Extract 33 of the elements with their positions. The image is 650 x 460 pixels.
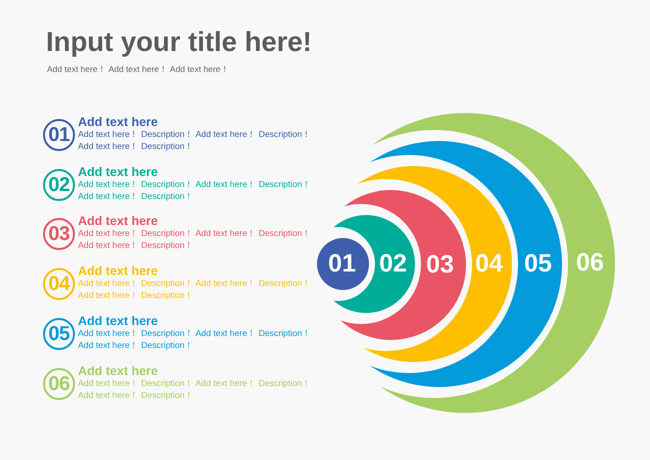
item-heading: Add text here bbox=[78, 364, 158, 378]
step-number: 04 bbox=[48, 274, 70, 294]
item-heading: Add text here bbox=[78, 165, 158, 179]
number-circle bbox=[43, 169, 75, 201]
item-description: Add text here！ Description！ Add text here！ Description！ Add text here！ Description！ bbox=[78, 228, 312, 251]
number-circle bbox=[43, 268, 75, 300]
step-number: 02 bbox=[379, 252, 407, 276]
step-number: 04 bbox=[475, 252, 503, 276]
subtitle: Add text here！ Add text here！ Add text here！ bbox=[47, 64, 230, 74]
number-circle bbox=[43, 318, 75, 350]
item-heading: Add text here bbox=[78, 314, 158, 328]
step-number: 03 bbox=[48, 224, 70, 244]
step-number: 02 bbox=[48, 175, 70, 195]
step-number: 03 bbox=[426, 252, 454, 278]
number-circle bbox=[43, 218, 75, 250]
item-heading: Add text here bbox=[78, 264, 158, 278]
item-description: Add text here！ Description！ Add text here！ Description！ Add text here！ Description！ bbox=[78, 278, 312, 301]
item-heading: Add text here bbox=[78, 115, 158, 129]
step-number: 01 bbox=[48, 125, 70, 145]
number-circle bbox=[43, 368, 75, 400]
step-number: 05 bbox=[524, 252, 552, 276]
step-number: 05 bbox=[48, 324, 70, 344]
item-description: Add text here！ Description！ Add text here！ Description！ Add text here！ Description！ bbox=[78, 328, 312, 351]
item-description: Add text here！ Description！ Add text here！ Description！ Add text here！ Description！ bbox=[78, 179, 312, 202]
ring-segment bbox=[317, 238, 369, 290]
item-description: Add text here！ Description！ Add text here！ Description！ Add text here！ Description！ bbox=[78, 129, 312, 152]
title: Input your title here! bbox=[46, 28, 312, 56]
number-circle bbox=[43, 119, 75, 151]
step-number: 06 bbox=[48, 374, 70, 394]
item-description: Add text here！ Description！ Add text here！ Description！ Add text here！ Description！ bbox=[78, 378, 312, 401]
item-heading: Add text here bbox=[78, 214, 158, 228]
step-number: 01 bbox=[328, 252, 356, 276]
step-number: 06 bbox=[576, 250, 604, 276]
